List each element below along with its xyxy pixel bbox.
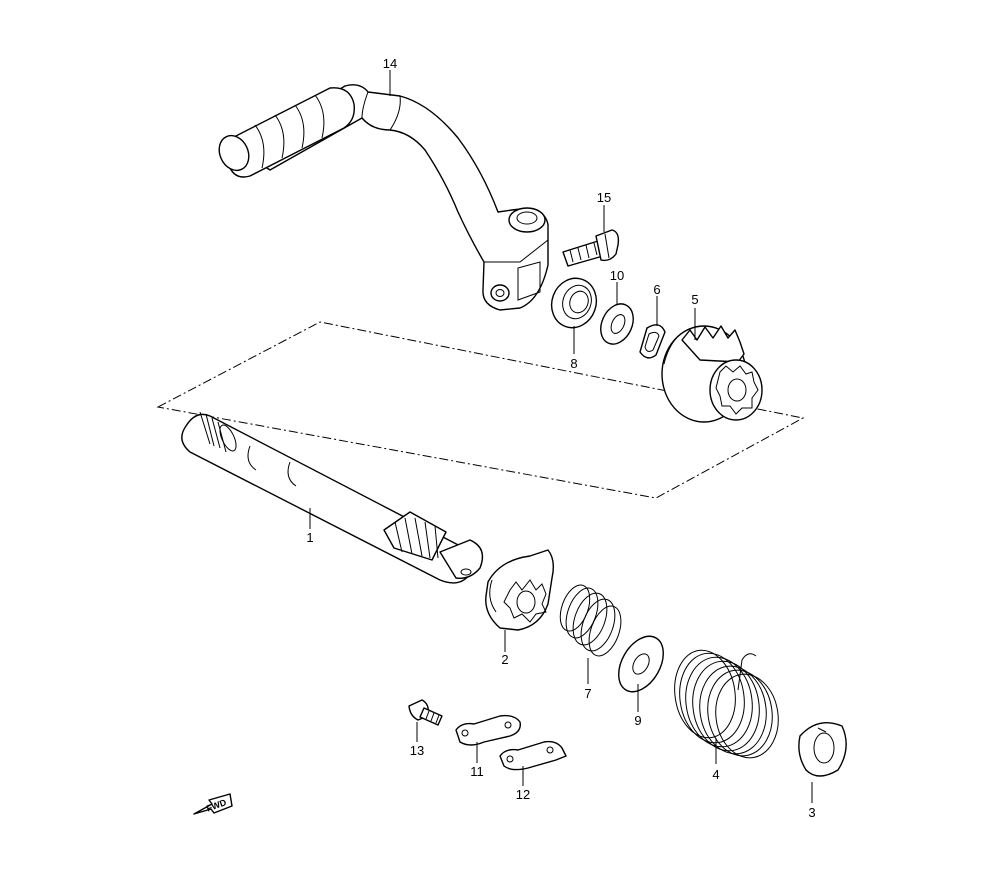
leader-lines bbox=[309, 70, 813, 803]
lock-plate bbox=[499, 740, 567, 771]
callout-10: 10 bbox=[610, 268, 624, 283]
callout-14: 14 bbox=[383, 56, 397, 71]
callout-7: 7 bbox=[584, 686, 591, 701]
washer-10 bbox=[600, 303, 634, 345]
kick-ratchet bbox=[485, 549, 555, 631]
callout-3: 3 bbox=[808, 805, 815, 820]
lever-bolt bbox=[562, 229, 620, 267]
return-spring bbox=[674, 649, 779, 759]
callout-6: 6 bbox=[653, 282, 660, 297]
stopper-plate bbox=[455, 714, 521, 746]
kick-lever bbox=[218, 84, 549, 311]
circlip-6 bbox=[639, 324, 666, 359]
kick-gear bbox=[661, 325, 763, 423]
assembly-frame bbox=[156, 321, 805, 499]
callout-4: 4 bbox=[712, 767, 719, 782]
kick-shaft bbox=[181, 411, 484, 584]
ratchet-spring bbox=[559, 584, 622, 657]
small-bolt bbox=[408, 699, 443, 726]
fwd-arrow-icon: FWD bbox=[193, 793, 233, 815]
callout-8: 8 bbox=[570, 356, 577, 371]
callout-13: 13 bbox=[410, 743, 424, 758]
callout-15: 15 bbox=[597, 190, 611, 205]
callout-9: 9 bbox=[634, 713, 641, 728]
callout-labels: 1 2 3 4 5 6 7 8 9 10 11 12 13 14 15 bbox=[306, 56, 815, 820]
oil-seal bbox=[550, 277, 598, 329]
callout-11: 11 bbox=[470, 764, 484, 779]
callout-5: 5 bbox=[691, 292, 698, 307]
callout-2: 2 bbox=[501, 652, 508, 667]
spring-guide bbox=[798, 722, 847, 777]
callout-12: 12 bbox=[516, 787, 530, 802]
washer-9 bbox=[618, 635, 664, 693]
callout-1: 1 bbox=[306, 530, 313, 545]
